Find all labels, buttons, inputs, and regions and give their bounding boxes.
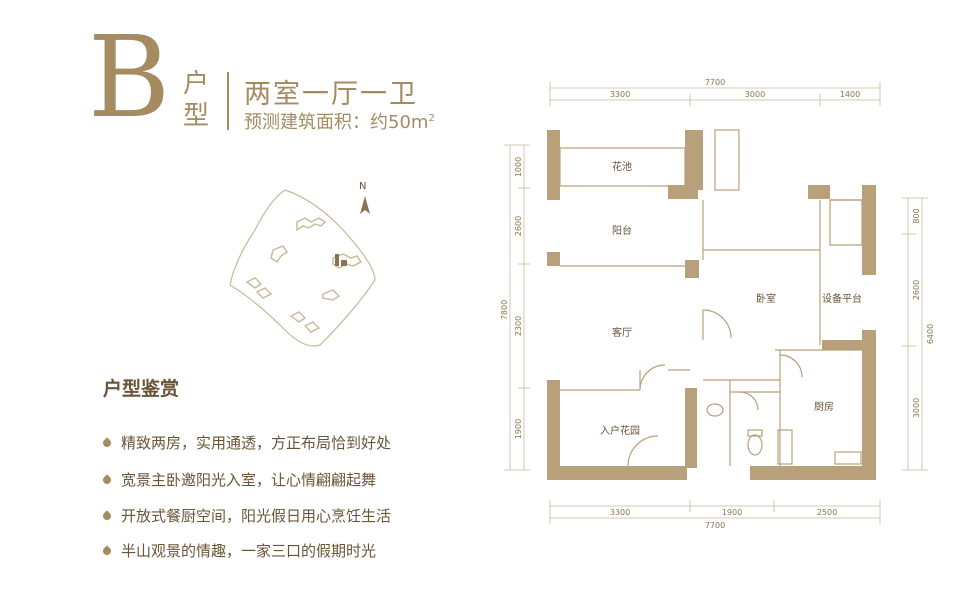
dim-bottom-total: 7700	[705, 521, 725, 530]
current-building-marker	[335, 254, 339, 266]
wall	[668, 185, 698, 199]
door-swing	[702, 309, 732, 339]
wall	[685, 388, 697, 468]
dim-bottom-a: 3300	[610, 508, 630, 517]
door-swing	[739, 391, 759, 411]
unit-type-letter: B	[88, 13, 170, 143]
room-label-balcony: 阳台	[612, 224, 632, 237]
toilet-icon	[747, 434, 763, 456]
building-block	[322, 289, 341, 301]
dim-left-c: 2300	[514, 316, 523, 336]
wall	[808, 185, 830, 199]
room-label-equipment: 设备平台	[822, 292, 862, 305]
feature-text: 精致两房，实用通透，方正布局恰到好处	[121, 434, 392, 452]
dim-bottom-c: 2500	[817, 508, 837, 517]
wall	[685, 260, 699, 278]
interior-lines	[559, 129, 863, 467]
flower-pool-outline	[559, 147, 686, 187]
layout-name: 两室一厅一卫	[244, 79, 418, 110]
dim-right-c: 3000	[912, 398, 921, 418]
dim-left-total: 7800	[500, 300, 509, 320]
room-label-bedroom: 卧室	[756, 292, 776, 305]
area-label-text: 预测建筑面积：约50m	[244, 112, 429, 133]
compass-north-label: N	[359, 181, 367, 192]
wall	[547, 466, 687, 480]
title-divider	[227, 72, 229, 130]
feature-text: 开放式餐厨空间，阳光假日用心烹饪生活	[121, 507, 392, 525]
dim-right-a: 800	[912, 208, 921, 223]
counter-icon	[777, 429, 793, 465]
dim-top-a: 3300	[610, 90, 630, 99]
wall	[685, 130, 703, 190]
highlighted-building	[335, 254, 347, 266]
bullet-icon	[101, 436, 113, 449]
current-building-marker	[341, 260, 347, 266]
feature-text: 半山观景的情趣，一家三口的假期时光	[121, 542, 377, 560]
bullet-icon	[101, 544, 113, 557]
equipment-outline	[829, 199, 863, 246]
dim-top-c: 1400	[840, 90, 860, 99]
dim-left-b: 2600	[514, 216, 523, 236]
feature-text: 宽景主卧邀阳光入室，让心情翩翩起舞	[121, 471, 377, 489]
toilet-tank-icon	[747, 429, 763, 437]
building-block	[296, 217, 327, 232]
dimension-lines	[504, 82, 928, 524]
site-boundary	[229, 189, 376, 347]
dim-left-a: 1000	[514, 157, 523, 177]
wall	[547, 380, 560, 480]
wall	[862, 185, 876, 275]
basin-icon	[706, 403, 724, 417]
building-block	[289, 311, 321, 333]
door-swing	[627, 435, 659, 467]
compass-icon	[360, 196, 370, 214]
area-label: 预测建筑面积：约50m2	[244, 108, 435, 134]
wall	[822, 340, 862, 350]
dim-top-b: 3000	[745, 90, 765, 99]
feature-item: 宽景主卧邀阳光入室，让心情翩翩起舞	[101, 469, 377, 490]
dimension-labels: 7700 3300 3000 1400 3300 1900 2500 7700 …	[500, 78, 935, 530]
room-label-living: 客厅	[612, 326, 632, 339]
room-label-entry-garden: 入户花园	[600, 424, 640, 437]
site-plan	[229, 189, 376, 347]
unit-type-char-2: 型	[183, 101, 210, 131]
floor-plan: 花池 阳台 卧室 设备平台 客厅 厨房 入户花园 7700 3300 3000 …	[500, 78, 935, 530]
room-labels: 花池 阳台 卧室 设备平台 客厅 厨房 入户花园	[600, 160, 862, 437]
shaft-outline	[714, 129, 740, 191]
door-swing	[779, 354, 803, 378]
bullet-icon	[101, 473, 113, 486]
feature-item: 开放式餐厨空间，阳光假日用心烹饪生活	[101, 505, 392, 526]
feature-item: 精致两房，实用通透，方正布局恰到好处	[101, 432, 392, 453]
site-buildings	[245, 217, 363, 333]
dim-right-total: 6400	[926, 324, 935, 344]
walls	[547, 130, 876, 480]
dim-left-d: 1900	[514, 419, 523, 439]
wall	[547, 252, 560, 266]
building-block	[245, 277, 273, 299]
room-label-flower-pool: 花池	[612, 160, 632, 173]
door-swing	[639, 364, 666, 391]
wall	[547, 130, 560, 200]
unit-type-char-1: 户	[183, 69, 210, 99]
wall	[862, 330, 876, 480]
features-title: 户型鉴赏	[103, 378, 180, 400]
dim-bottom-b: 1900	[722, 508, 742, 517]
bullet-icon	[101, 509, 113, 522]
building-block	[270, 245, 288, 263]
area-superscript: 2	[428, 113, 435, 124]
feature-item: 半山观景的情趣，一家三口的假期时光	[101, 540, 377, 561]
wall	[750, 466, 876, 480]
sink-icon	[834, 451, 862, 465]
dim-top-total: 7700	[705, 78, 725, 87]
dim-right-b: 2600	[912, 280, 921, 300]
room-label-kitchen: 厨房	[814, 400, 834, 413]
